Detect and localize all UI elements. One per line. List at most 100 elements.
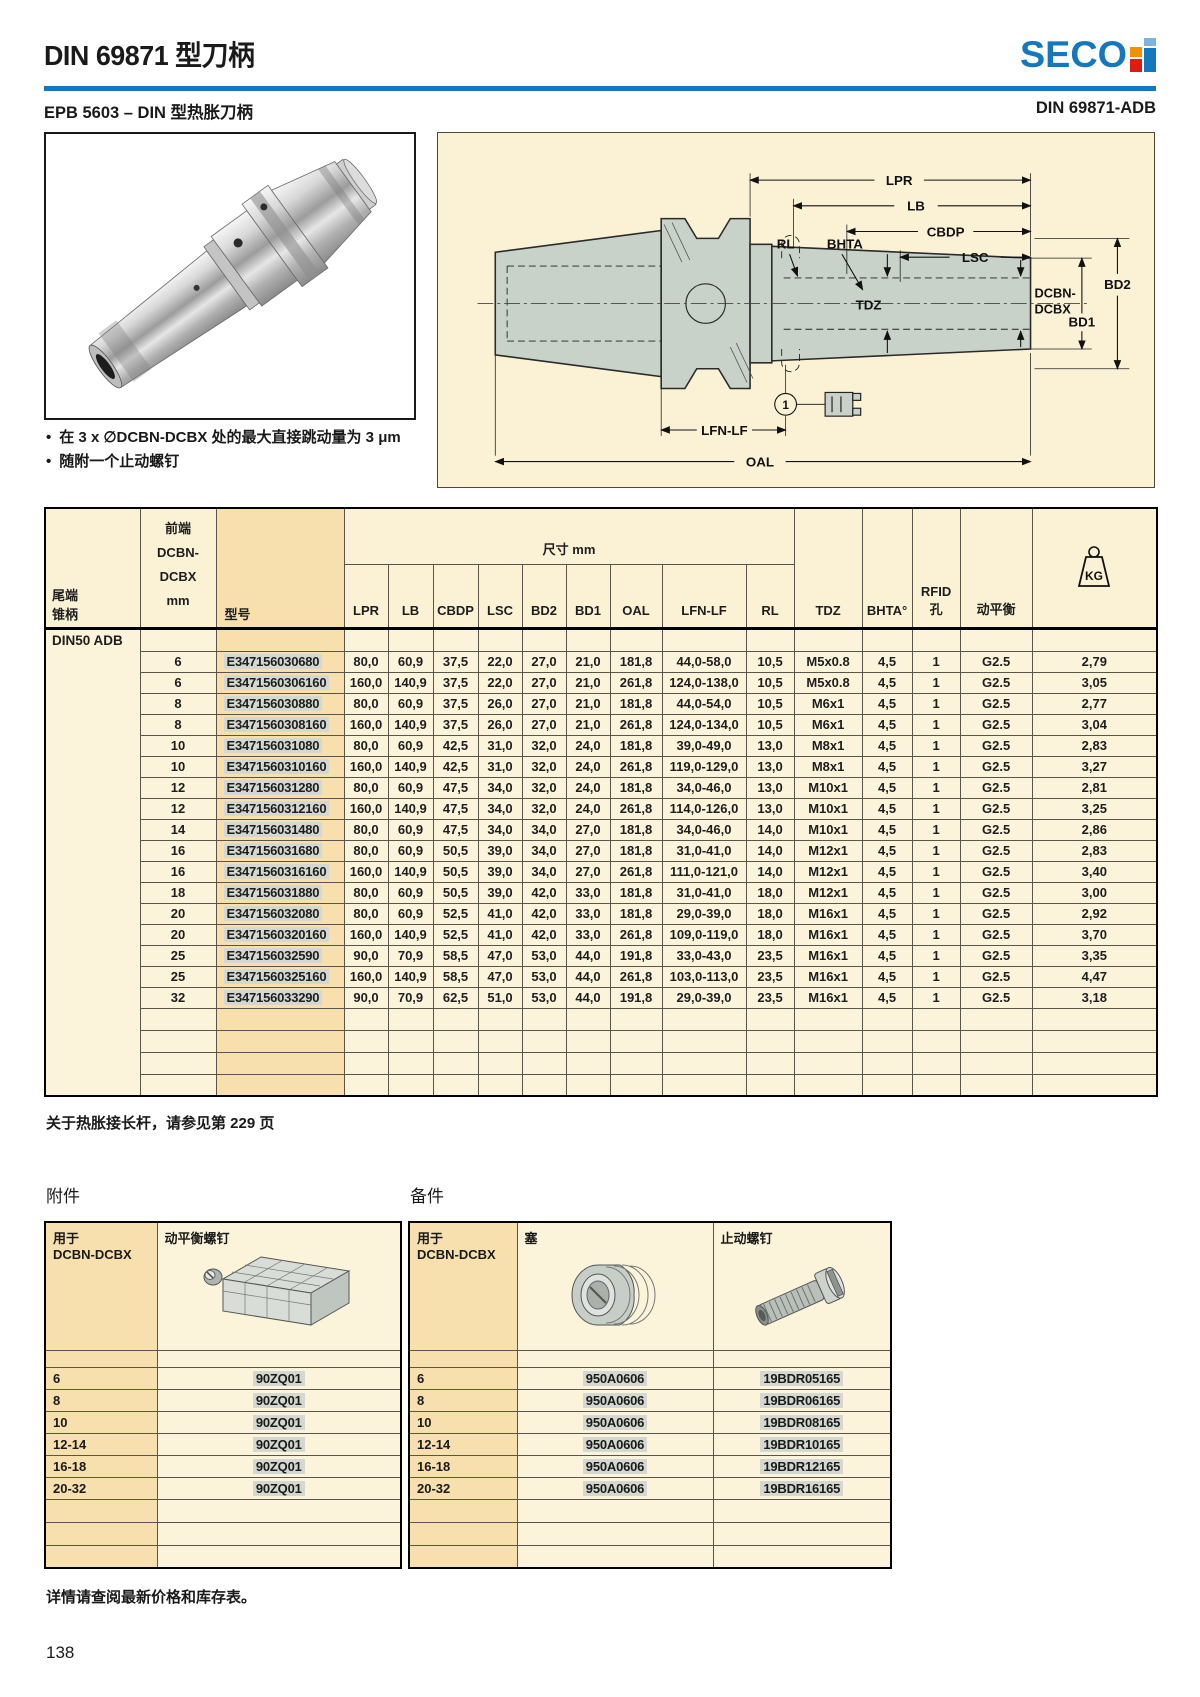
page-number: 138 [46,1643,75,1662]
spec-value: 34,0 [521,818,567,841]
spec-value: 16 [139,860,217,883]
spec-value: G2.5 [959,986,1033,1009]
spec-value: 4,5 [861,944,913,967]
spec-value: 124,0-138,0 [661,671,747,694]
size-range: 20-32 [44,1476,158,1500]
spec-value: 6 [139,671,217,694]
part-number: 90ZQ01 [156,1454,402,1478]
header-lpr: LPR [343,563,389,630]
spec-value: 3,05 [1031,671,1158,694]
spec-value: G2.5 [959,839,1033,862]
spec-value: 60,9 [387,734,434,757]
spec-value: M6x1 [793,713,863,736]
header-bhta: BHTA° [861,507,913,630]
seco-logo-mark-icon [1130,38,1156,72]
size-range: 10 [44,1410,158,1434]
empty-cell [343,627,389,652]
spec-value: 80,0 [343,734,389,757]
empty-cell [911,1073,961,1097]
part-number: 950A0606 [516,1454,714,1478]
spec-value: 50,5 [432,860,479,883]
spec-value: 14,0 [745,860,795,883]
empty-row [408,1498,892,1523]
spec-value: 34,0 [521,860,567,883]
spec-value: 2,81 [1031,776,1158,799]
empty-cell [516,1521,714,1546]
empty-cell [521,627,567,652]
spec-value: 261,8 [609,713,663,736]
spec-value: 80,0 [343,818,389,841]
empty-row [408,1521,892,1546]
price-list-note: 详情请查阅最新价格和库存表。 [46,1589,257,1606]
spec-value: 4,5 [861,839,913,862]
spec-value: 1 [911,776,961,799]
spec-value: 8 [139,713,217,736]
acc-header-for-dcbn: 用于 DCBN-DCBX [44,1221,158,1351]
spec-value: 24,0 [565,776,611,799]
spec-value: 1 [911,818,961,841]
empty-cell [861,1007,913,1031]
header-lb: LB [387,563,434,630]
spec-value: 140,9 [387,860,434,883]
spec-value: 42,5 [432,734,479,757]
empty-cell [1031,1051,1158,1075]
spec-value: 4,47 [1031,965,1158,988]
spec-value: 4,5 [861,755,913,778]
feature-bullets: • 在 3 x ∅DCBN-DCBX 处的最大直接跳动量为 3 μm • 随附一… [46,426,436,474]
spec-value: G2.5 [959,818,1033,841]
empty-cell [477,1073,523,1097]
model-number: E3471560312160 [215,797,345,820]
empty-cell [609,627,663,652]
spec-value: 181,8 [609,776,663,799]
spec-value: 26,0 [477,713,523,736]
spec-value: 58,5 [432,944,479,967]
spec-value: 191,8 [609,944,663,967]
spec-value: G2.5 [959,713,1033,736]
spec-value: 13,0 [745,734,795,757]
empty-cell [521,1051,567,1075]
spec-value: 1 [911,965,961,988]
dim-label-dcbn: DCBN- [1034,286,1075,301]
spec-value: 4,5 [861,650,913,673]
spec-value: 10,5 [745,671,795,694]
spec-value: 27,0 [521,650,567,673]
spec-value: 39,0 [477,881,523,904]
spec-value: 27,0 [565,860,611,883]
size-range: 16-18 [408,1454,518,1478]
spec-value: 24,0 [565,734,611,757]
empty-cell [215,1073,345,1097]
spec-value: 12 [139,776,217,799]
spec-value: 14,0 [745,818,795,841]
dim-label-lpr: LPR [886,173,913,188]
logo-square-red [1130,59,1142,72]
spec-value: 39,0 [477,839,523,862]
spec-value: 3,35 [1031,944,1158,967]
weight-kg-label: KG [1085,569,1103,583]
sp-header-for-dcbn: 用于 DCBN-DCBX [408,1221,518,1351]
empty-cell [156,1544,402,1569]
standard-subtitle: DIN 69871-ADB [1035,99,1156,117]
header-rl: RL [745,563,795,630]
empty-cell [1031,1073,1158,1097]
spec-value: 47,0 [477,965,523,988]
empty-cell [1031,1007,1158,1031]
spec-value: 4,5 [861,797,913,820]
spec-value: 160,0 [343,923,389,946]
empty-cell [793,1051,863,1075]
spec-value: 2,86 [1031,818,1158,841]
spec-value: 21,0 [565,692,611,715]
part-number: 90ZQ01 [156,1432,402,1456]
accessories-title: 附件 [46,1187,80,1206]
model-number: E347156032080 [215,902,345,925]
spec-value: 3,00 [1031,881,1158,904]
spec-value: 60,9 [387,692,434,715]
spec-value: 21,0 [565,671,611,694]
